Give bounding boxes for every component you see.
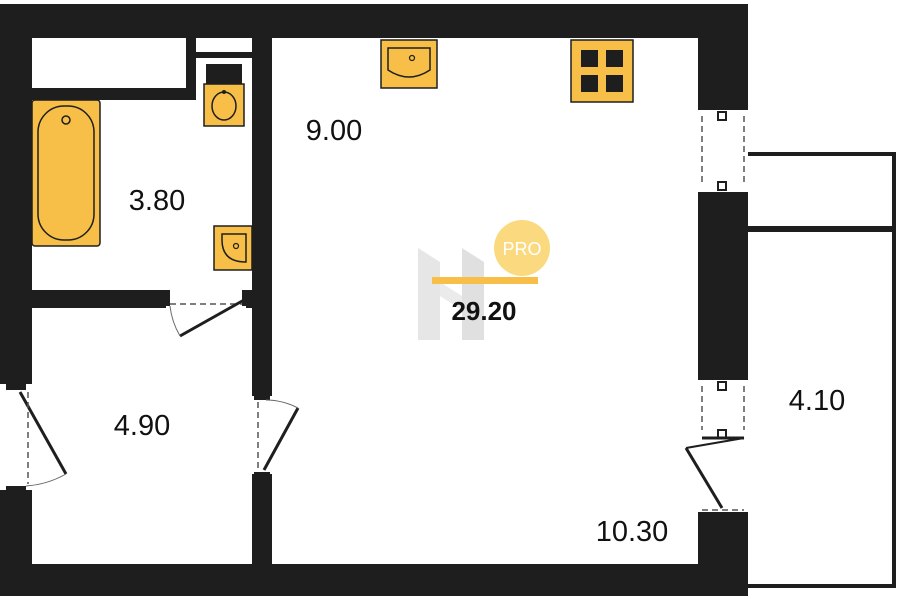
bathroom-sink-icon <box>213 225 253 271</box>
wall-niche-shelf <box>196 52 252 58</box>
door-hallway-entrance <box>0 384 68 492</box>
bath-storage-niche <box>32 38 186 88</box>
room-area-living: 10.30 <box>596 516 669 548</box>
wall-left-upper <box>0 4 32 384</box>
pro-badge <box>494 220 550 276</box>
room-area-balcony: 4.10 <box>789 385 845 417</box>
balcony-lower-outline <box>744 228 896 588</box>
bath-storage-outline <box>28 34 190 92</box>
wall-niche-vertical <box>186 38 196 100</box>
wall-right-1 <box>698 4 748 108</box>
total-area-label: 29.20 <box>451 296 516 326</box>
window-right-lower <box>684 374 748 518</box>
kitchen-sink-icon <box>380 39 438 89</box>
wall-inner-vertical-lower <box>252 474 272 566</box>
room-area-bathroom: 3.80 <box>129 185 185 217</box>
pro-badge-label: PRO <box>502 239 541 259</box>
total-area-underline <box>432 277 538 284</box>
toilet-icon <box>203 64 245 127</box>
wall-bath-hall <box>32 290 166 308</box>
wall-bottom <box>0 564 748 596</box>
door-bathroom <box>162 290 250 338</box>
walls <box>0 4 748 596</box>
balcony-upper-outline <box>744 152 896 230</box>
wall-right-2 <box>698 194 748 376</box>
wall-right-3 <box>698 516 748 596</box>
wall-top <box>0 4 748 38</box>
room-area-kitchen: 9.00 <box>306 115 362 147</box>
watermark-logo <box>418 248 484 340</box>
balcony <box>744 152 896 588</box>
room-area-hallway: 4.90 <box>114 410 170 442</box>
bathtub-icon <box>31 99 101 247</box>
wall-inner-vertical-upper <box>252 38 272 396</box>
stove-icon <box>570 39 634 103</box>
door-main-room <box>252 394 300 478</box>
window-right-upper <box>698 104 748 198</box>
